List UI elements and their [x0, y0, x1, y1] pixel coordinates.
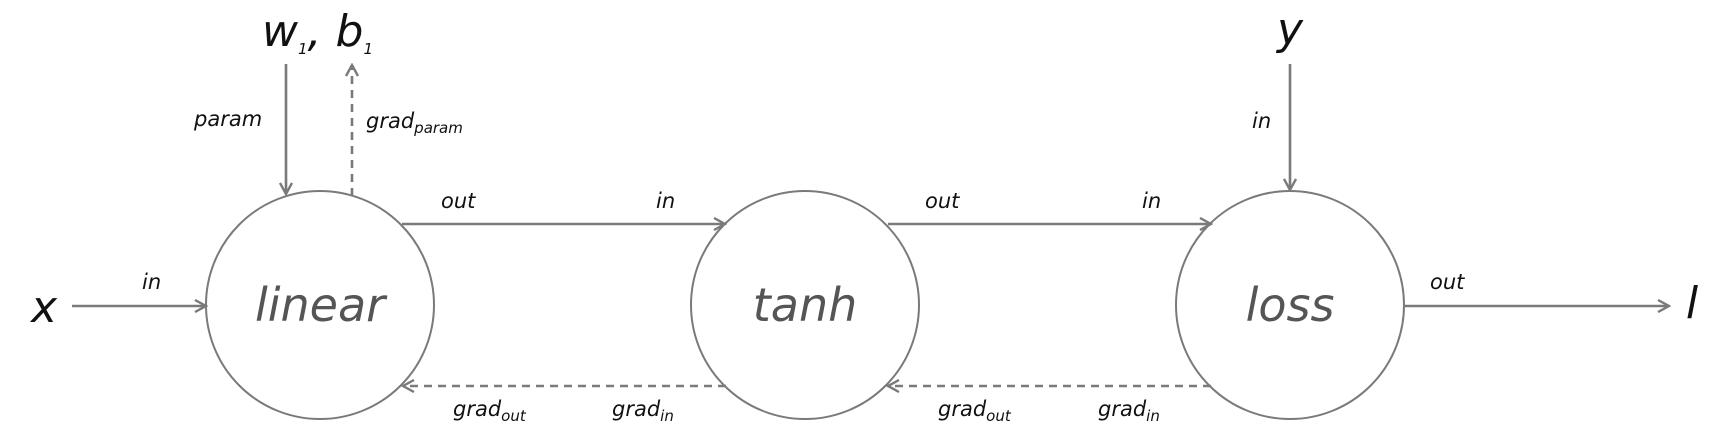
target-y-label: y [1275, 4, 1304, 55]
port-loss-target-in: in [1252, 109, 1271, 133]
param-b: b [336, 6, 364, 57]
grad-text: grad [1098, 397, 1147, 421]
grad-text: grad [938, 397, 987, 421]
node-tanh: tanh [690, 190, 920, 420]
port-loss-grad-in: gradin [1098, 397, 1160, 425]
port-tanh-in: in [656, 189, 675, 213]
param-b-subscript: 1 [363, 40, 373, 58]
node-linear: linear [205, 190, 435, 420]
node-loss-label: loss [1246, 278, 1335, 332]
port-linear-in: in [142, 270, 161, 294]
input-x-label: x [29, 282, 58, 333]
grad-in-subscript: in [660, 407, 674, 425]
grad-text: grad [453, 397, 502, 421]
params-label: w1, b1 [262, 6, 373, 58]
node-loss: loss [1175, 190, 1405, 420]
port-tanh-out: out [925, 189, 960, 213]
port-tanh-grad-in: gradin [612, 397, 674, 425]
grad-out-subscript: out [986, 407, 1012, 425]
port-loss-in: in [1142, 189, 1161, 213]
port-linear-grad-param: gradparam [366, 109, 463, 137]
node-tanh-circle [690, 190, 920, 420]
port-linear-out: out [441, 189, 476, 213]
port-tanh-grad-out: gradout [938, 397, 1012, 425]
grad-in-subscript: in [1146, 407, 1160, 425]
grad-param-subscript: param [413, 119, 463, 137]
param-w: w [262, 6, 299, 57]
param-w-subscript: 1 [298, 40, 308, 58]
grad-text: grad [612, 397, 661, 421]
output-l-label: l [1686, 278, 1699, 329]
grad-text: grad [366, 109, 415, 133]
port-linear-grad-out: gradout [453, 397, 527, 425]
port-linear-param: param [193, 107, 262, 131]
node-linear-label: linear [255, 278, 388, 332]
grad-out-subscript: out [501, 407, 527, 425]
node-tanh-label: tanh [753, 278, 858, 332]
param-separator: , [308, 6, 336, 57]
port-loss-out: out [1430, 270, 1465, 294]
